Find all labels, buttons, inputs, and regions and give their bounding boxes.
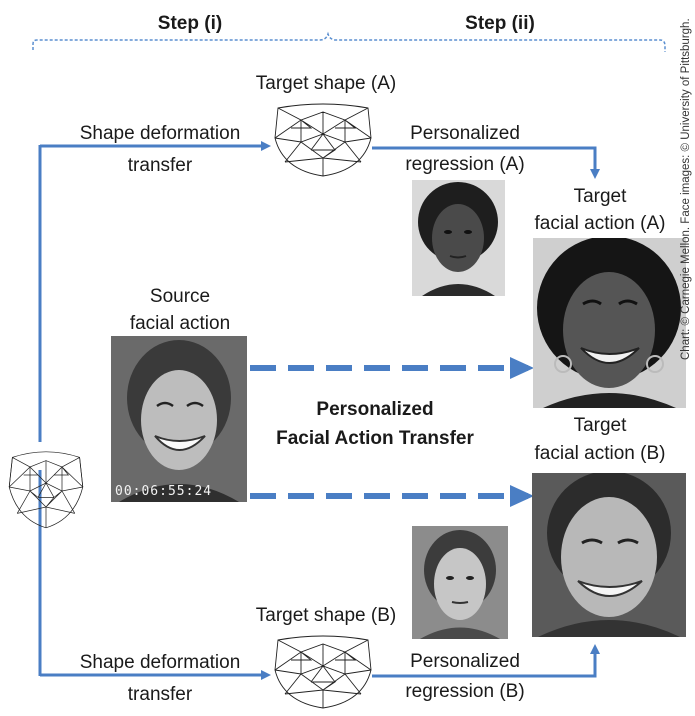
source-face-mesh (8, 451, 84, 529)
target-shape-b-label: Target shape (B) (255, 605, 397, 626)
center-title-line2: Facial Action Transfer (276, 428, 474, 449)
regression-a-line1: Personalized (410, 123, 520, 144)
image-credit: Chart: © Carnegie Mellon. Face images: ©… (680, 18, 692, 360)
source-action-photo: 00:06:55:24 (111, 336, 247, 502)
target-shape-b-mesh (274, 635, 372, 709)
regression-b-line1: Personalized (410, 651, 520, 672)
target-a-result-photo (533, 238, 686, 408)
center-title-line1: Personalized (316, 399, 434, 420)
target-shape-a-mesh (274, 103, 372, 177)
shape-transfer-bottom-line1: Shape deformation (79, 652, 241, 673)
shape-transfer-top-line1: Shape deformation (79, 123, 241, 144)
target-b-result-photo (532, 473, 686, 637)
target-action-b-line1: Target (573, 415, 627, 436)
step-ii-label: Step (ii) (465, 13, 535, 34)
target-shape-a-label: Target shape (A) (255, 73, 397, 94)
arrow-regression-b (372, 644, 600, 678)
target-action-b-line2: facial action (B) (534, 443, 666, 464)
shape-transfer-bottom-line2: transfer (127, 684, 193, 705)
target-action-a-line2: facial action (A) (534, 213, 666, 234)
source-action-line2: facial action (129, 313, 231, 334)
arrow-regression-a (372, 146, 600, 179)
shape-transfer-top-line2: transfer (127, 155, 193, 176)
target-b-neutral-photo (412, 526, 508, 639)
step-i-bracket (32, 31, 666, 52)
photo-timestamp: 00:06:55:24 (115, 484, 213, 499)
regression-a-line2: regression (A) (405, 154, 525, 175)
source-action-line1: Source (149, 286, 211, 307)
target-a-neutral-photo (412, 180, 505, 296)
step-i-label: Step (i) (157, 13, 223, 34)
target-action-a-line1: Target (573, 186, 627, 207)
regression-b-line2: regression (B) (405, 681, 525, 702)
